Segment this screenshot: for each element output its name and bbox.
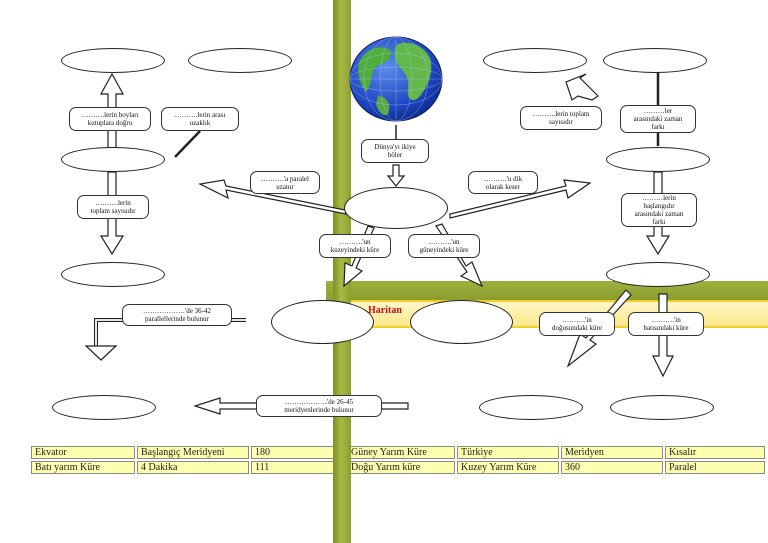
word-cell[interactable]: Başlangıç Meridyeni <box>137 446 249 459</box>
label-perpendicular: ……….'u dik olarak keser <box>468 171 538 194</box>
word-cell[interactable]: Kuzey Yarım Küre <box>457 461 559 474</box>
answer-oval-center[interactable] <box>344 187 448 229</box>
arrow-globe-down <box>386 164 406 187</box>
answer-oval-bottom-left[interactable] <box>52 395 156 420</box>
label-parallel-extends: ……….'a paralel uzanır <box>250 171 320 194</box>
arrow-to-left-parallel <box>198 179 347 215</box>
label-time-diff-between: ………ler arasındaki zaman farkı <box>620 105 696 133</box>
word-cell[interactable]: Kısalır <box>665 446 765 459</box>
word-cell[interactable]: 180 <box>251 446 345 459</box>
word-cell[interactable]: Paralel <box>665 461 765 474</box>
table-row: Batı yarım Küre 4 Dakika 111 Doğu Yarım … <box>31 461 765 474</box>
word-cell[interactable]: 360 <box>561 461 663 474</box>
word-cell[interactable]: Türkiye <box>457 446 559 459</box>
label-north-hemisphere: ……….'un kuzeyindeki küre <box>319 234 391 258</box>
word-cell[interactable]: Meridyen <box>561 446 663 459</box>
word-cell[interactable]: 111 <box>251 461 345 474</box>
label-east-hemisphere: ……….'in doğusundaki küre <box>539 312 615 336</box>
label-parallels-36-42: ………………'de 36-42 parallellerinde bulunur <box>122 304 232 326</box>
answer-oval-right-top-1[interactable] <box>483 48 587 73</box>
label-lines-count: ……….lerin toplam sayısıdır <box>77 195 149 219</box>
connector-spacing <box>174 130 201 158</box>
answer-oval-right-3[interactable] <box>606 262 710 287</box>
word-bank-table: Ekvator Başlangıç Meridyeni 180 Güney Ya… <box>29 444 767 476</box>
answer-oval-bottom-right-2[interactable] <box>610 395 714 420</box>
vertical-accent-bar-overlay <box>333 440 351 543</box>
arrow-to-right-perpendicular <box>449 179 592 219</box>
banner-title: Haritan <box>368 305 402 316</box>
answer-oval-south[interactable] <box>410 300 513 344</box>
label-total-count: ……….lerin toplam sayısıdır <box>520 106 602 130</box>
label-lines-spacing: ……….lerin arası uzaklık <box>161 107 239 131</box>
arrow-down-bottom-left <box>84 345 118 361</box>
word-cell[interactable]: Doğu Yarım küre <box>347 461 455 474</box>
answer-oval-left-top[interactable] <box>61 48 165 73</box>
label-south-hemisphere: ……….'un güneyindeki küre <box>408 234 480 258</box>
table-row: Ekvator Başlangıç Meridyeni 180 Güney Ya… <box>31 446 765 459</box>
answer-oval-north[interactable] <box>271 300 374 344</box>
label-time-diff-start: ………lerin başlangıdır arasındaki zaman fa… <box>621 193 697 227</box>
answer-oval-bottom-right-1[interactable] <box>479 395 583 420</box>
word-cell[interactable]: Ekvator <box>31 446 135 459</box>
answer-oval-left-top-2[interactable] <box>188 48 292 73</box>
label-lines-joining: ……….lerin boyları kutuplara doğru <box>69 107 151 131</box>
label-meridians-26-45: ………………'de 26-45 meridyenlerinde bulunur <box>256 395 382 417</box>
answer-oval-left-2[interactable] <box>61 147 165 172</box>
answer-oval-right-2[interactable] <box>606 147 710 172</box>
word-cell[interactable]: Batı yarım Küre <box>31 461 135 474</box>
arrow-up-right-top <box>565 73 599 101</box>
label-west-hemisphere: ……….'in batısındaki küre <box>628 312 704 336</box>
label-globe-divides: Dünya'yı ikiye böler <box>361 139 429 163</box>
answer-oval-left-3[interactable] <box>61 262 165 287</box>
answer-oval-right-top-2[interactable] <box>603 48 707 73</box>
word-cell[interactable]: Güney Yarım Küre <box>347 446 455 459</box>
word-cell[interactable]: 4 Dakika <box>137 461 249 474</box>
